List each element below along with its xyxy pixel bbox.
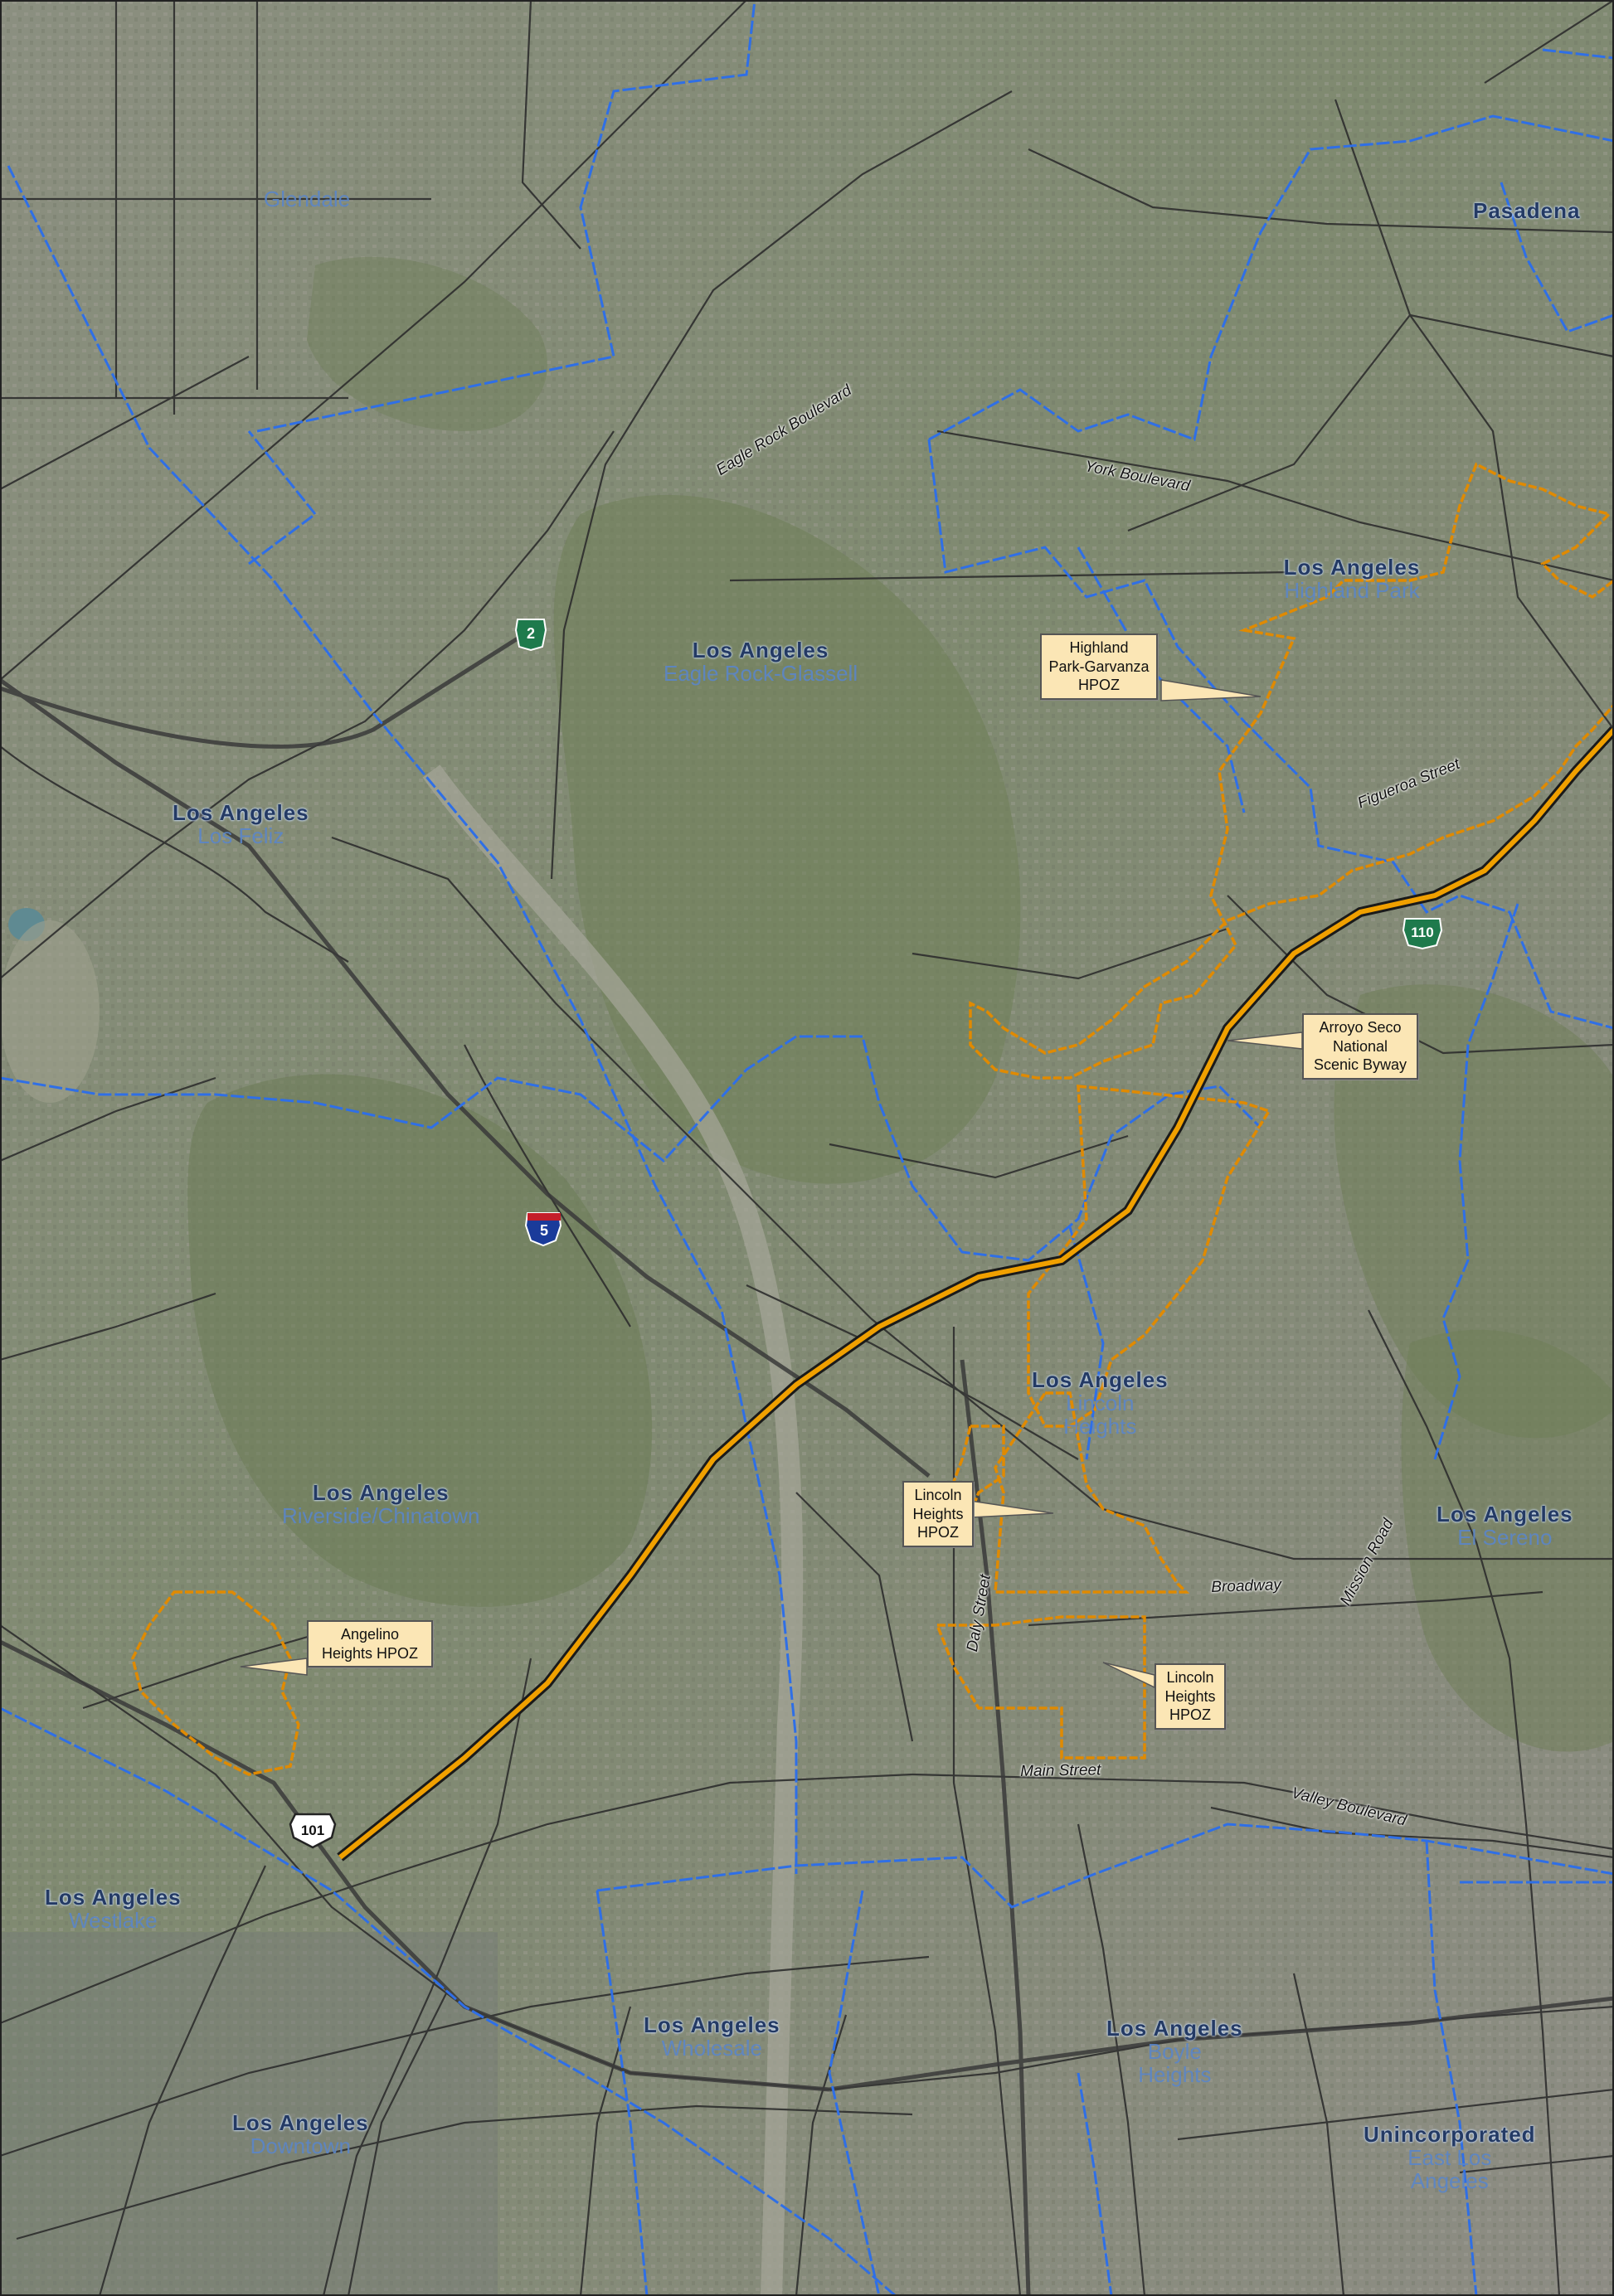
area-sub: Eagle Rock-Glassell bbox=[664, 661, 858, 687]
area-city: Los Angeles bbox=[45, 1885, 182, 1910]
hpoz-lincoln-north bbox=[1027, 1085, 1271, 1428]
area-label-pasadena: Pasadena bbox=[1473, 199, 1580, 222]
callout-highland-park-garvanza-hpoz: Highland Park-Garvanza HPOZ bbox=[1040, 633, 1158, 700]
hpoz-lincoln-south bbox=[935, 1615, 1146, 1760]
area-sub: Lincoln Heights bbox=[1063, 1391, 1137, 1439]
area-city: Los Angeles bbox=[232, 2110, 369, 2135]
shield-i5-label: 5 bbox=[539, 1222, 548, 1239]
callout-line: Heights HPOZ bbox=[321, 1644, 419, 1662]
area-label-el-sereno: Los Angeles El Sereno bbox=[1437, 1502, 1573, 1549]
callout-line: Lincoln bbox=[914, 1487, 962, 1503]
callout-angelino-heights-hpoz: Angelino Heights HPOZ bbox=[307, 1620, 433, 1667]
hpoz-angelino bbox=[131, 1590, 300, 1776]
area-label-lincoln-heights: Los Angeles Lincoln Heights bbox=[1032, 1368, 1169, 1438]
area-sub: Westlake bbox=[69, 1908, 158, 1934]
callout-arroyo-seco-byway: Arroyo Seco National Scenic Byway bbox=[1302, 1013, 1418, 1080]
area-label-highland-park: Los Angeles Highland Park bbox=[1277, 556, 1427, 602]
area-city: Los Angeles bbox=[312, 1480, 450, 1505]
hpoz-lincoln-heights-1 bbox=[994, 1391, 1190, 1594]
hills-eagle-rock bbox=[553, 494, 1021, 1184]
area-label-east-los-angeles: Unincorporated East Los Angeles bbox=[1364, 2123, 1536, 2192]
callout-line: Lincoln bbox=[1166, 1669, 1214, 1686]
callout-line: Heights bbox=[912, 1505, 964, 1522]
area-city: Los Angeles bbox=[173, 800, 309, 825]
area-sub: Wholesale bbox=[661, 2036, 763, 2061]
callout-line: Highland bbox=[1069, 639, 1129, 656]
area-label-riverside-chinatown: Los Angeles Riverside/Chinatown bbox=[282, 1481, 479, 1527]
area-city: Los Angeles bbox=[1032, 1367, 1169, 1392]
street-broadway: Broadway bbox=[1211, 1576, 1282, 1596]
area-city: Los Angeles bbox=[1283, 555, 1421, 580]
shield-sr2 bbox=[514, 619, 547, 652]
area-label-los-feliz: Los Angeles Los Feliz bbox=[173, 801, 309, 847]
area-city: Los Angeles bbox=[644, 2012, 780, 2037]
callout-lincoln-heights-hpoz-south: Lincoln Heights HPOZ bbox=[1155, 1663, 1226, 1730]
area-sub: Boyle Heights bbox=[1138, 2039, 1212, 2088]
street-main-street: Main Street bbox=[1020, 1761, 1101, 1780]
downtown-blocks bbox=[0, 1932, 498, 2296]
i5-freeway bbox=[0, 677, 931, 1478]
callout-line: HPOZ bbox=[1077, 677, 1120, 693]
area-sub: Riverside/Chinatown bbox=[282, 1503, 480, 1529]
hpoz-highland-park bbox=[969, 462, 1614, 1080]
callout-leaders bbox=[240, 679, 1303, 1689]
i10-freeway bbox=[829, 1996, 1614, 2092]
area-label-eagle-rock: Los Angeles Eagle Rock-Glassell bbox=[664, 638, 858, 685]
callout-line: HPOZ bbox=[916, 1524, 959, 1541]
callout-line: HPOZ bbox=[1169, 1706, 1211, 1723]
area-sub: East Los Angeles bbox=[1407, 2145, 1492, 2194]
hills-elysian bbox=[187, 1074, 653, 1607]
shield-us101-label: 101 bbox=[300, 1823, 325, 1838]
callout-line: Arroyo Seco bbox=[1319, 1019, 1402, 1036]
shield-sr2-label: 2 bbox=[526, 625, 535, 642]
us101-freeway bbox=[0, 1639, 830, 2092]
callout-line: National bbox=[1332, 1037, 1388, 1055]
area-label-glendale: Glendale bbox=[264, 187, 350, 211]
callout-line: Angelino bbox=[340, 1626, 400, 1643]
callout-line: Heights bbox=[1164, 1687, 1216, 1705]
area-sub: El Sereno bbox=[1457, 1525, 1553, 1551]
area-city: Los Angeles bbox=[1437, 1502, 1573, 1527]
shield-sr110 bbox=[1402, 918, 1443, 950]
hills-glendale-north bbox=[307, 256, 547, 431]
area-sub: Los Feliz bbox=[197, 823, 284, 849]
hills-montecito bbox=[1334, 984, 1614, 1439]
silver-lake-area bbox=[0, 920, 100, 1103]
area-city: Pasadena bbox=[1473, 198, 1581, 223]
area-label-downtown: Los Angeles Downtown bbox=[232, 2111, 369, 2158]
arroyo-seco-byway bbox=[338, 727, 1614, 1860]
shield-i5 bbox=[524, 1212, 562, 1247]
shield-sr110-label: 110 bbox=[1411, 925, 1434, 940]
area-sub: Downtown bbox=[250, 2133, 352, 2159]
callout-lincoln-heights-hpoz-north: Lincoln Heights HPOZ bbox=[902, 1481, 974, 1547]
area-city: Los Angeles bbox=[692, 638, 829, 663]
sr2-freeway bbox=[0, 628, 532, 749]
shield-us101 bbox=[289, 1813, 337, 1849]
area-label-westlake: Los Angeles Westlake bbox=[45, 1886, 182, 1932]
area-city: Los Angeles bbox=[1106, 2016, 1243, 2041]
callout-line: Scenic Byway bbox=[1313, 1056, 1407, 1073]
area-sub: Glendale bbox=[264, 187, 351, 211]
hills-el-sereno bbox=[1401, 1329, 1614, 1752]
area-label-boyle-heights: Los Angeles Boyle Heights bbox=[1106, 2017, 1243, 2086]
callout-line: Park-Garvanza bbox=[1048, 658, 1150, 675]
area-city: Unincorporated bbox=[1364, 2122, 1536, 2147]
area-sub: Highland Park bbox=[1284, 578, 1420, 604]
area-label-wholesale: Los Angeles Wholesale bbox=[644, 2013, 780, 2060]
